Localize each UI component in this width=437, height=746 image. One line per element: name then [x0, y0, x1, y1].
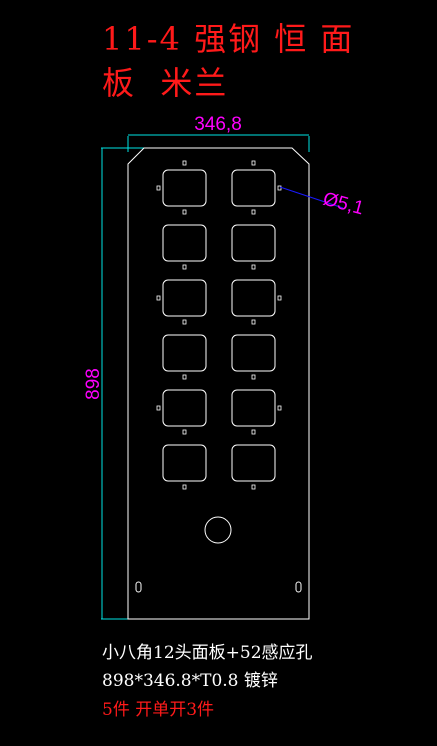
- cutout-3-2: [231, 279, 276, 317]
- cutout-4-1: [162, 334, 207, 372]
- cutout-6-2: [231, 444, 276, 482]
- width-dimension: 346,8: [127, 114, 310, 152]
- height-dimension: 898: [83, 147, 146, 620]
- title-line-1: 11-4 强钢 恒 面: [102, 20, 355, 58]
- mount-hole-below-5-1: [182, 429, 187, 435]
- mount-hole-side-3-2: [277, 295, 282, 301]
- mount-hole-side-5-1: [156, 405, 161, 411]
- cutout-4-2: [231, 334, 276, 372]
- mount-hole-above-2: [251, 160, 256, 166]
- bottom-slot-right: [295, 581, 302, 593]
- mount-hole-below-4-2: [251, 374, 256, 380]
- height-label: 898: [83, 368, 104, 400]
- cutout-5-2: [231, 389, 276, 427]
- note-line-1: 小八角12头面板+52感应孔: [102, 643, 313, 663]
- cutout-3-1: [162, 279, 207, 317]
- mount-hole-below-6-2: [251, 484, 256, 490]
- mount-hole-below-2-1: [182, 264, 187, 270]
- title-line-2: 板 米兰: [102, 64, 229, 102]
- mount-hole-side-1-2: [277, 185, 282, 191]
- note-line-2: 898*346.8*T0.8 镀锌: [102, 671, 278, 691]
- width-label: 346,8: [194, 114, 242, 135]
- sensor-hole: [204, 516, 232, 544]
- mount-hole-below-2-2: [251, 264, 256, 270]
- mount-hole-side-5-2: [277, 405, 282, 411]
- cutout-group: [156, 160, 282, 490]
- hole-leader-line: [279, 186, 344, 209]
- cutout-2-2: [231, 224, 276, 262]
- mount-hole-below-3-1: [182, 319, 187, 325]
- cutout-1-2: [231, 169, 276, 207]
- mount-hole-side-3-1: [156, 295, 161, 301]
- panel-outline: [127, 147, 310, 620]
- bottom-slot-left: [135, 581, 142, 593]
- note-line-3: 5件 开单开3件: [102, 700, 215, 720]
- cutout-5-1: [162, 389, 207, 427]
- mount-hole-below-1-2: [251, 209, 256, 215]
- hole-callout: Ø5,1: [279, 186, 366, 220]
- cutout-6-1: [162, 444, 207, 482]
- mount-hole-above-1: [182, 160, 187, 166]
- cutout-2-1: [162, 224, 207, 262]
- mount-hole-below-5-2: [251, 429, 256, 435]
- hole-diameter-label: Ø5,1: [321, 189, 366, 220]
- cutout-1-1: [162, 169, 207, 207]
- mount-hole-side-1-1: [156, 185, 161, 191]
- mount-hole-below-4-1: [182, 374, 187, 380]
- mount-hole-below-6-1: [182, 484, 187, 490]
- mount-hole-below-1-1: [182, 209, 187, 215]
- mount-hole-below-3-2: [251, 319, 256, 325]
